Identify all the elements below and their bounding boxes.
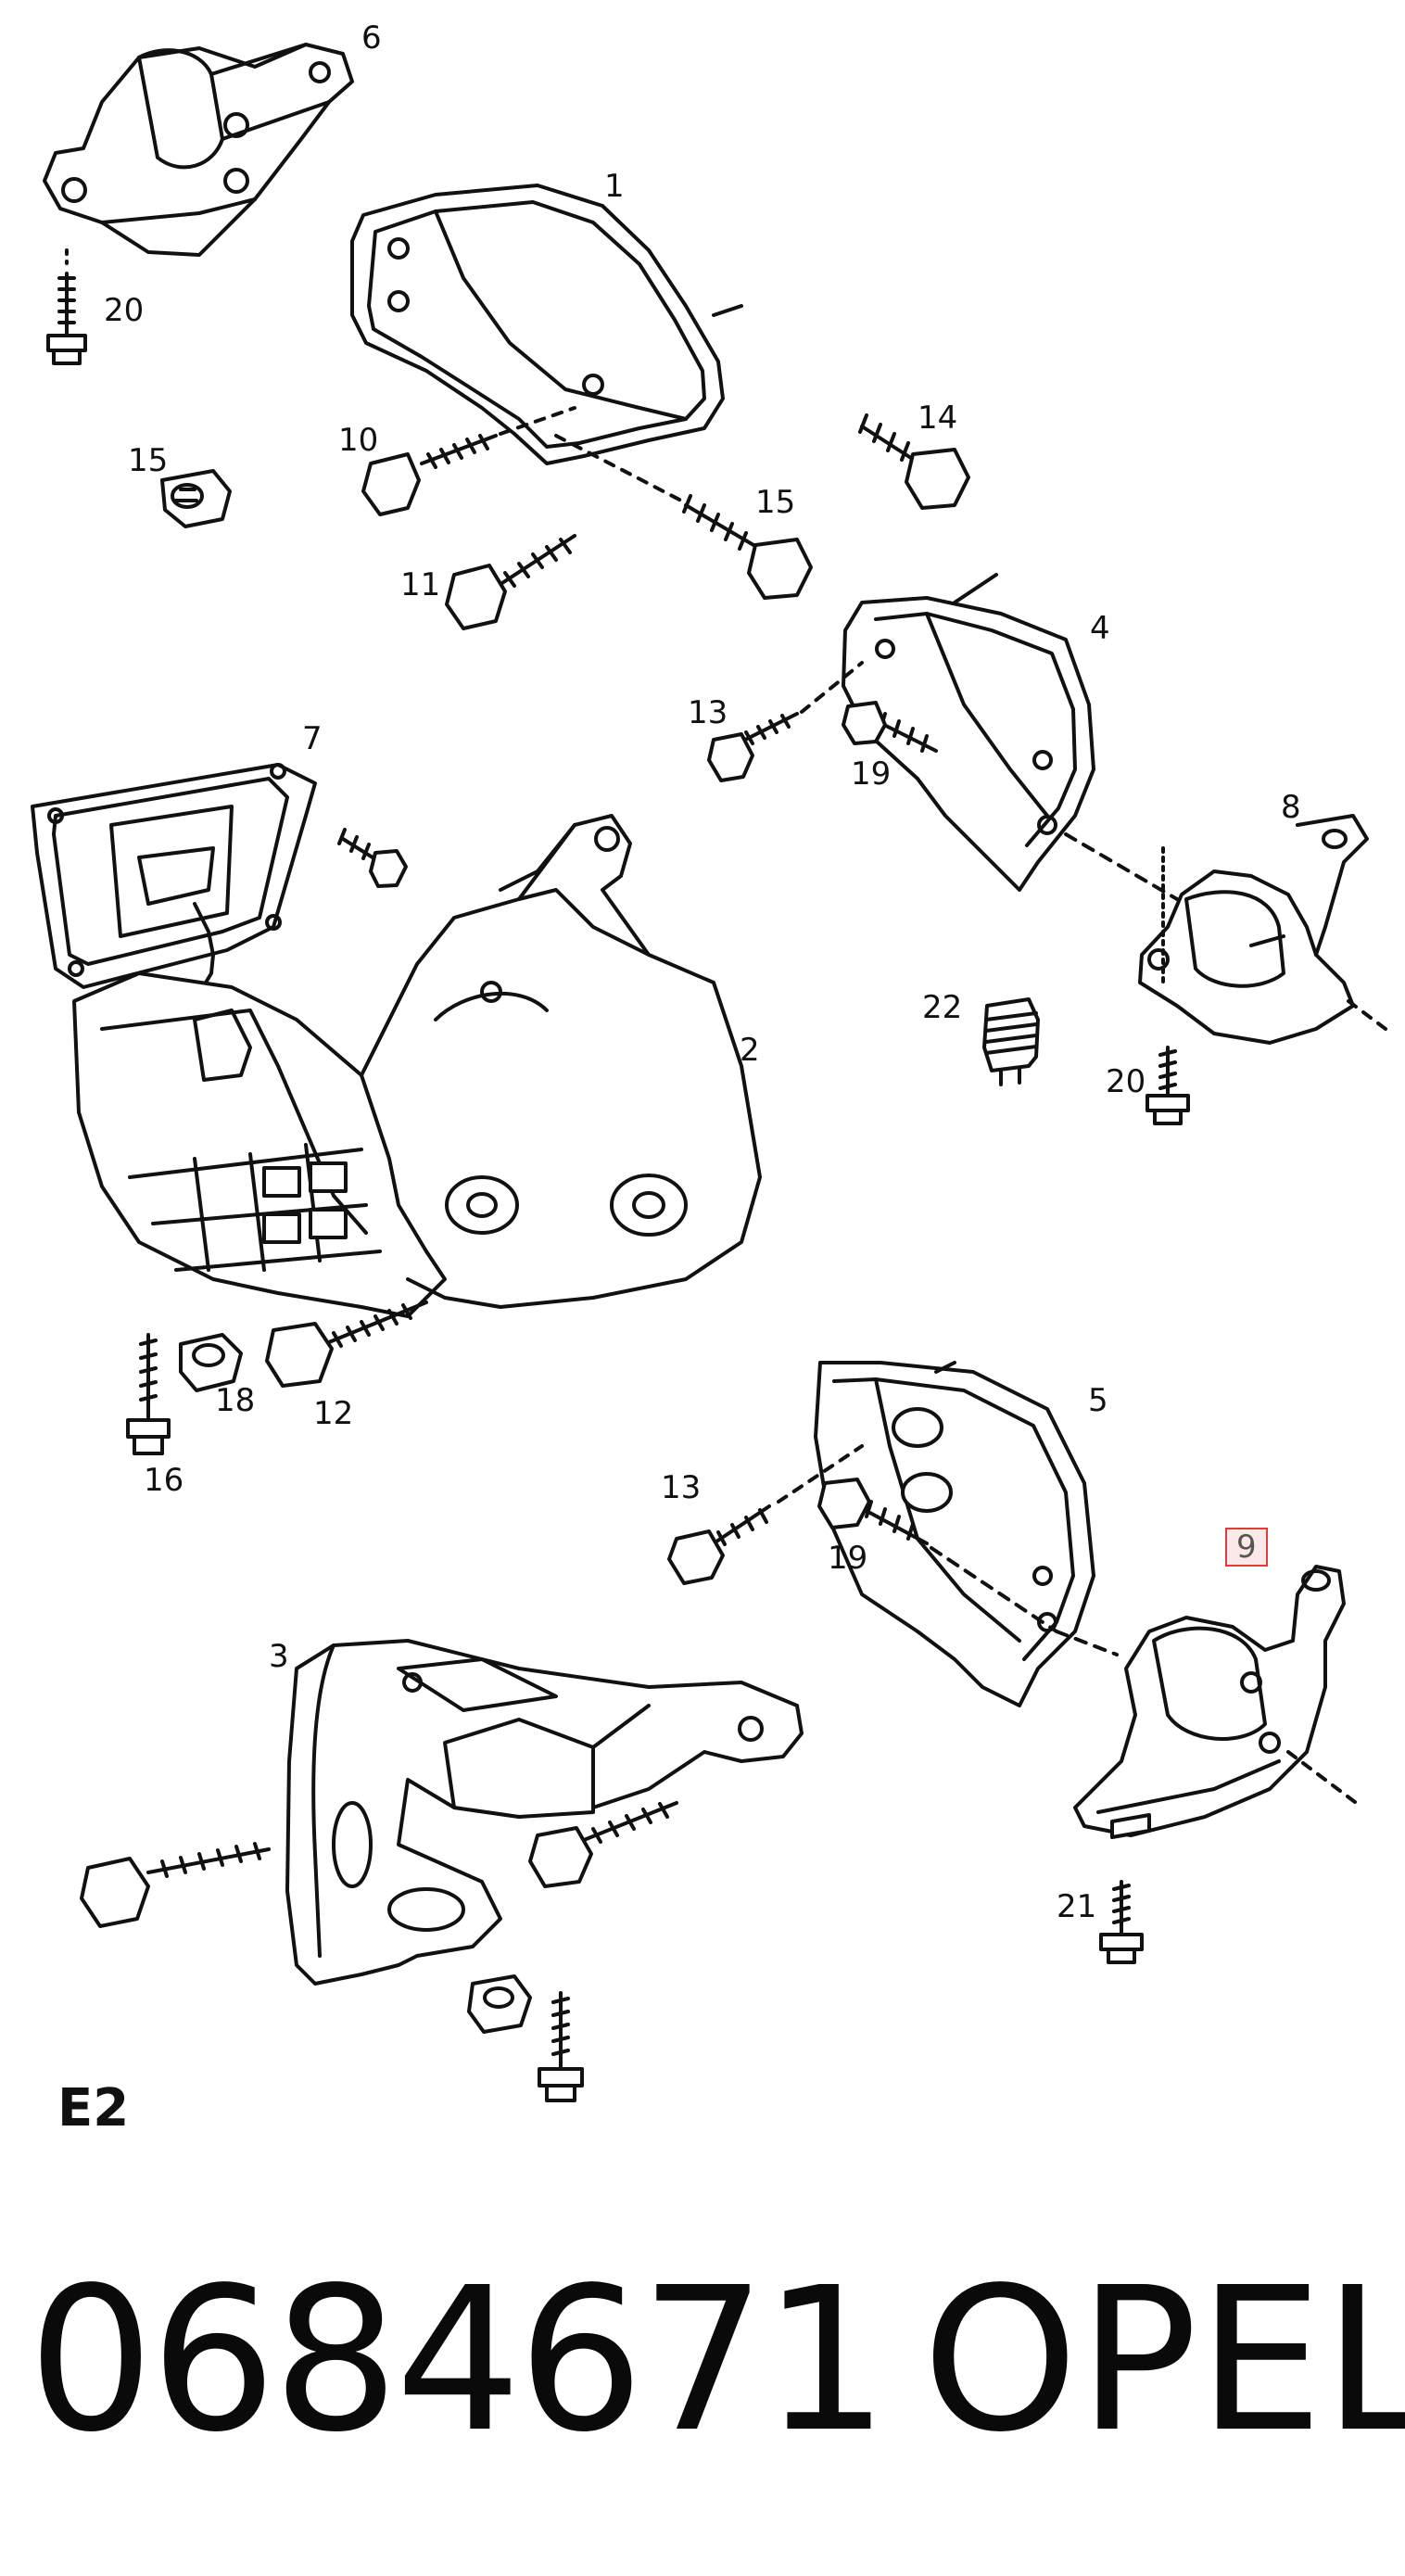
callout-5: 5 xyxy=(1088,1382,1108,1419)
callout-2: 2 xyxy=(740,1032,760,1069)
bolt-20-lower xyxy=(1146,1046,1190,1125)
bolt-3-vertical xyxy=(538,1991,584,2102)
callout-18: 18 xyxy=(215,1382,256,1419)
part-3-lower-bracket xyxy=(285,1639,804,1986)
part-8-right-mount xyxy=(1064,814,1387,1045)
part-number: 0684671 xyxy=(28,2245,889,2476)
part-6-mount-bracket xyxy=(43,43,354,257)
callout-13-upper: 13 xyxy=(688,694,728,731)
brand-name: OPEL xyxy=(922,2245,1405,2476)
callout-22: 22 xyxy=(922,989,963,1026)
callout-9-highlighted: 9 xyxy=(1225,1528,1268,1567)
part-1-cover-plate xyxy=(350,184,743,465)
insert-22 xyxy=(982,997,1040,1086)
callout-8: 8 xyxy=(1281,789,1301,826)
bolt-16 xyxy=(126,1333,171,1455)
callout-15: 15 xyxy=(755,484,796,521)
callout-10: 10 xyxy=(338,422,379,459)
bolt-14 xyxy=(858,413,970,510)
callout-19-upper: 19 xyxy=(851,755,892,793)
callout-14: 14 xyxy=(918,400,958,437)
bolt-12 xyxy=(265,1301,428,1388)
bolt-15 xyxy=(554,434,813,600)
part-5-lower-support-plate xyxy=(814,1361,1095,1707)
bolt-19-lower xyxy=(817,1478,929,1545)
part-7-frame-plate xyxy=(31,763,317,989)
callout-4: 4 xyxy=(1090,610,1110,647)
callout-20-lower: 20 xyxy=(1106,1063,1146,1100)
part-4-support-plate xyxy=(842,573,1095,892)
callout-21: 21 xyxy=(1057,1888,1097,1925)
bolt-3-left xyxy=(80,1842,271,1928)
dash-line-5-9 xyxy=(930,1546,1119,1656)
bolt-19-upper xyxy=(842,701,938,753)
callout-16: 16 xyxy=(144,1462,184,1499)
bolt-13-upper xyxy=(707,661,864,782)
bolt-11 xyxy=(445,534,576,630)
bolt-3-right xyxy=(528,1801,678,1888)
part-2-main-bracket xyxy=(72,814,762,1318)
callout-11: 11 xyxy=(400,566,441,603)
part-9-lower-mount xyxy=(1073,1565,1364,1839)
bolt-small-near-7 xyxy=(337,828,408,888)
callout-19-lower: 19 xyxy=(828,1540,868,1577)
callout-6: 6 xyxy=(361,19,382,57)
nut-18 xyxy=(179,1333,243,1392)
nut-17 xyxy=(160,469,232,528)
section-code: E2 xyxy=(57,2078,130,2138)
callout-13-lower: 13 xyxy=(661,1469,702,1506)
nut-3 xyxy=(467,1974,532,2034)
callout-17: 15 xyxy=(128,442,169,479)
bolt-21 xyxy=(1099,1880,1144,1964)
callout-7: 7 xyxy=(302,720,323,757)
bolt-13-lower xyxy=(667,1444,864,1585)
bolt-20-upper xyxy=(46,248,87,365)
callout-20-upper: 20 xyxy=(104,292,145,329)
callout-1: 1 xyxy=(604,168,625,205)
callout-3: 3 xyxy=(269,1638,289,1675)
callout-12: 12 xyxy=(313,1395,354,1432)
bolt-10 xyxy=(361,406,576,516)
